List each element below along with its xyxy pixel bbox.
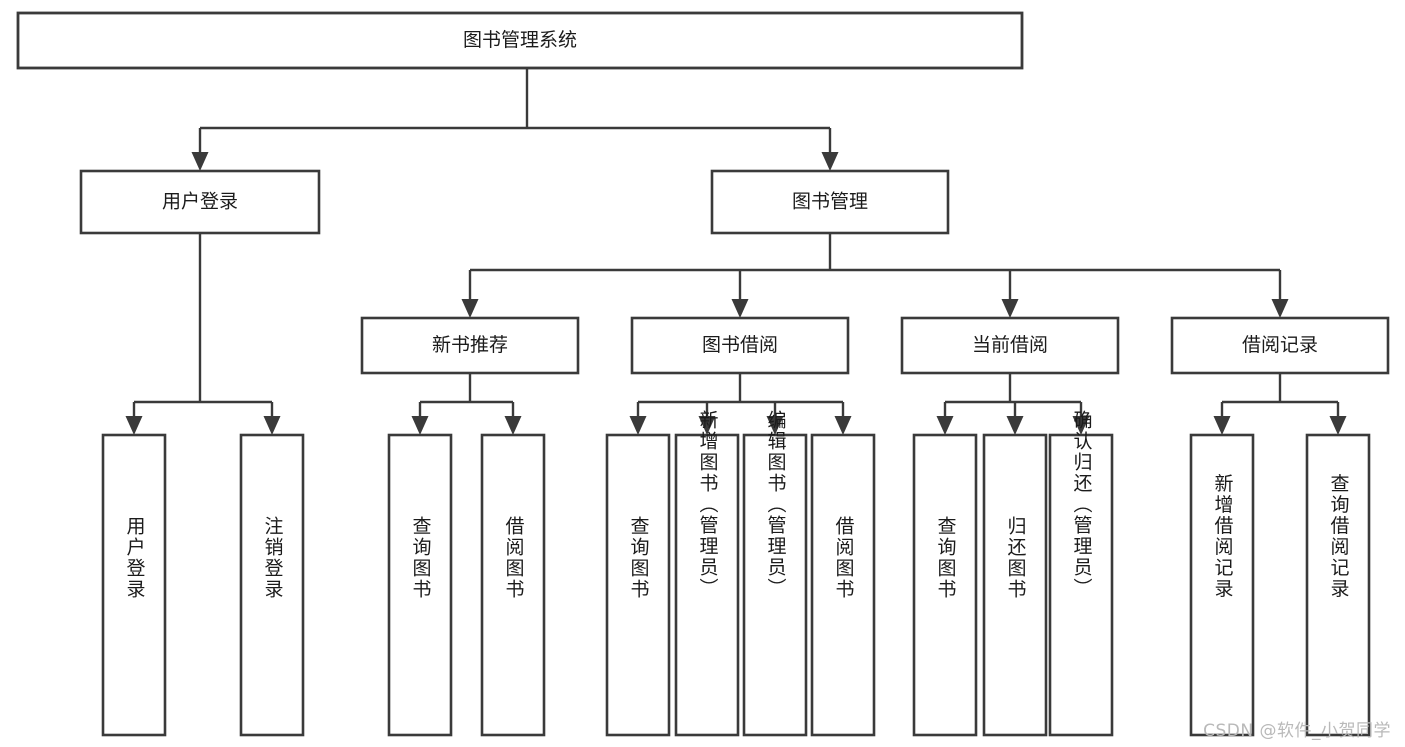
level3-box[interactable] [1170, 316, 1390, 375]
leaf-node[interactable]: 新增借阅记录 [1189, 433, 1255, 737]
leaf-box[interactable] [1189, 433, 1255, 737]
leaf-node[interactable]: 注销登录 [239, 433, 305, 737]
level3-node[interactable]: 当前借阅 [900, 316, 1120, 375]
level3-node[interactable]: 借阅记录 [1170, 316, 1390, 375]
leaf-node[interactable]: 确认归还（管理员） [1048, 409, 1114, 737]
leaf-label: 查询图书 [410, 516, 432, 600]
leaf-node[interactable]: 用户登录 [101, 433, 167, 737]
arrow-head-icon [461, 299, 479, 318]
level3-box[interactable] [630, 316, 850, 375]
leaf-box[interactable] [239, 433, 305, 737]
leaf-box[interactable] [387, 433, 453, 737]
arrow-head-icon [1001, 299, 1019, 318]
leaf-label: 新增图书（管理员） [697, 409, 719, 598]
node-layer: 图书管理系统用户登录图书管理新书推荐图书借阅当前借阅借阅记录用户登录注销登录查询… [16, 11, 1390, 737]
leaf-box[interactable] [1305, 433, 1371, 737]
leaf-label: 用户登录 [124, 516, 146, 600]
leaf-node[interactable]: 查询图书 [387, 433, 453, 737]
csdn-watermark: CSDN @软件_小贺同学 [1203, 721, 1391, 741]
leaf-box[interactable] [480, 433, 546, 737]
leaf-node[interactable]: 归还图书 [982, 433, 1048, 737]
arrow-head-icon [821, 152, 839, 171]
level2-label: 图书管理 [792, 191, 868, 213]
level3-box[interactable] [900, 316, 1120, 375]
leaf-box[interactable] [605, 433, 671, 737]
level2-box[interactable] [79, 169, 321, 235]
root-label: 图书管理系统 [463, 29, 577, 51]
leaf-label: 确认归还（管理员） [1071, 409, 1093, 598]
level3-label: 新书推荐 [432, 334, 508, 356]
arrow-head-icon [936, 416, 954, 435]
leaf-node[interactable]: 编辑图书（管理员） [742, 409, 808, 737]
arrow-head-icon [263, 416, 281, 435]
arrow-head-icon [629, 416, 647, 435]
arrow-head-icon [766, 416, 784, 435]
leaf-node[interactable]: 查询图书 [912, 433, 978, 737]
arrow-head-icon [1329, 416, 1347, 435]
arrow-head-icon [411, 416, 429, 435]
arrow-head-icon [125, 416, 143, 435]
leaf-node[interactable]: 查询借阅记录 [1305, 433, 1371, 737]
leaf-label: 借阅图书 [833, 516, 855, 600]
arrow-head-icon [504, 416, 522, 435]
level3-node[interactable]: 图书借阅 [630, 316, 850, 375]
level2-node[interactable]: 图书管理 [710, 169, 950, 235]
leaf-label: 查询图书 [935, 516, 957, 600]
leaf-box[interactable] [742, 433, 808, 737]
level3-label: 图书借阅 [702, 334, 778, 356]
arrow-head-icon [731, 299, 749, 318]
leaf-box[interactable] [101, 433, 167, 737]
level3-node[interactable]: 新书推荐 [360, 316, 580, 375]
leaf-box[interactable] [1048, 433, 1114, 737]
leaf-box[interactable] [810, 433, 876, 737]
leaf-label: 借阅图书 [503, 516, 525, 600]
arrow-head-icon [834, 416, 852, 435]
root-box[interactable] [16, 11, 1024, 70]
leaf-box[interactable] [982, 433, 1048, 737]
level2-node[interactable]: 用户登录 [79, 169, 321, 235]
arrow-head-icon [1271, 299, 1289, 318]
connector-layer [125, 68, 1347, 435]
root-node[interactable]: 图书管理系统 [16, 11, 1024, 70]
arrow-head-icon [191, 152, 209, 171]
leaf-label: 注销登录 [262, 516, 284, 600]
leaf-box[interactable] [912, 433, 978, 737]
leaf-node[interactable]: 借阅图书 [810, 433, 876, 737]
level2-label: 用户登录 [162, 191, 238, 213]
level3-label: 借阅记录 [1242, 334, 1318, 356]
level2-box[interactable] [710, 169, 950, 235]
arrow-head-icon [1006, 416, 1024, 435]
leaf-label: 编辑图书（管理员） [765, 409, 787, 598]
leaf-label: 归还图书 [1005, 516, 1027, 600]
level3-label: 当前借阅 [972, 334, 1048, 356]
leaf-label: 查询借阅记录 [1328, 473, 1350, 599]
leaf-node[interactable]: 查询图书 [605, 433, 671, 737]
leaf-label: 查询图书 [628, 516, 650, 600]
leaf-label: 新增借阅记录 [1212, 473, 1234, 599]
leaf-box[interactable] [674, 433, 740, 737]
arrow-head-icon [698, 416, 716, 435]
arrow-head-icon [1072, 416, 1090, 435]
arrow-head-icon [1213, 416, 1231, 435]
leaf-node[interactable]: 借阅图书 [480, 433, 546, 737]
level3-box[interactable] [360, 316, 580, 375]
leaf-node[interactable]: 新增图书（管理员） [674, 409, 740, 737]
